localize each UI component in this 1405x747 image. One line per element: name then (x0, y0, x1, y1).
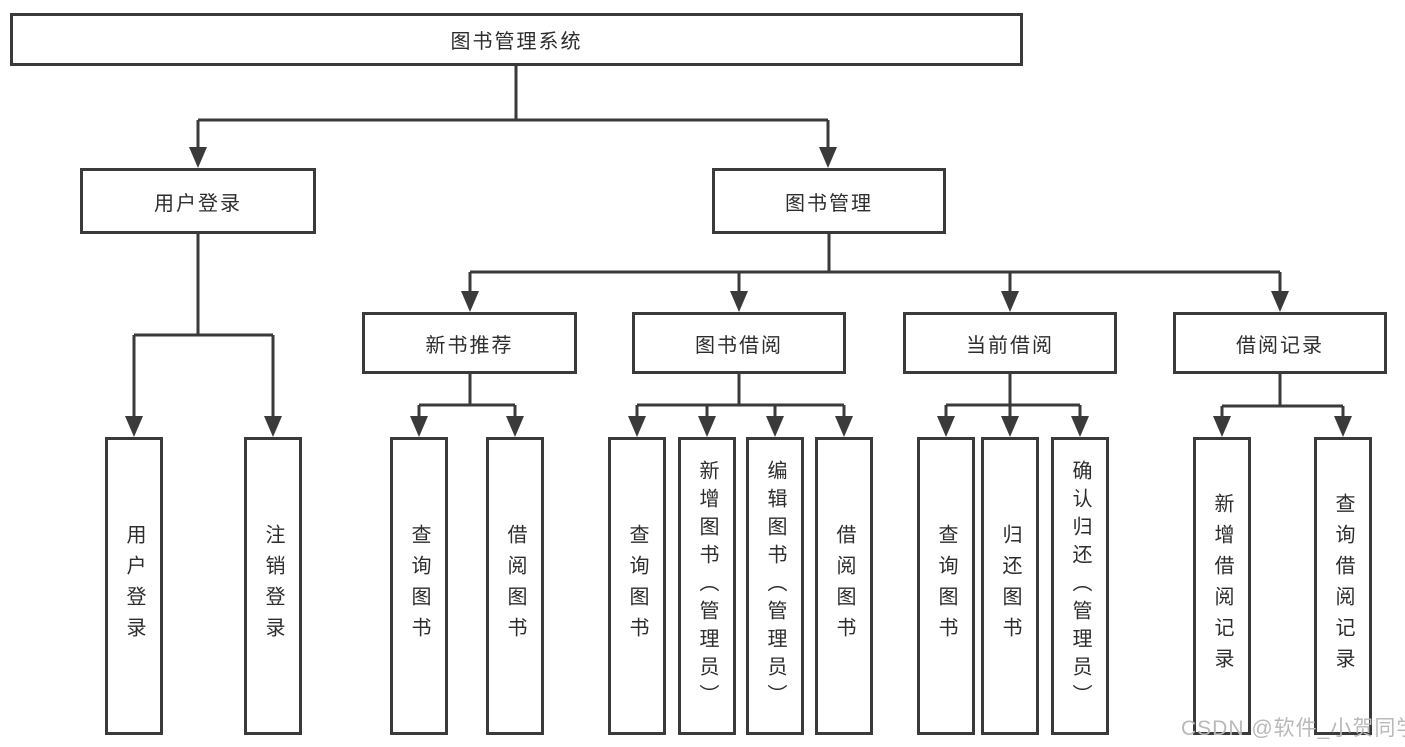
node-new-book-recommend: 新书推荐 (362, 312, 577, 374)
leaf-current-return-book: 归还图书 (981, 437, 1039, 735)
node-current-borrow-label: 当前借阅 (966, 334, 1054, 357)
node-book-borrow: 图书借阅 (632, 312, 846, 374)
node-book-management-label: 图书管理 (785, 192, 873, 215)
leaf-newbook-query-book-label: 查询图书 (408, 524, 430, 648)
node-book-management: 图书管理 (712, 168, 946, 234)
leaf-borrow-edit-book-admin-label: 编辑图书（管理员） (764, 460, 786, 712)
leaf-newbook-borrow-book: 借阅图书 (486, 437, 544, 735)
node-user-login: 用户登录 (80, 168, 316, 234)
leaf-records-query-record: 查询借阅记录 (1314, 437, 1372, 735)
node-new-book-recommend-label: 新书推荐 (425, 334, 514, 357)
node-book-borrow-label: 图书借阅 (695, 334, 783, 357)
csdn-watermark: CSDN @软件_小贺同学 (1181, 717, 1405, 740)
node-borrow-records-label: 借阅记录 (1236, 334, 1324, 357)
leaf-borrow-borrow-book: 借阅图书 (815, 437, 873, 735)
node-current-borrow: 当前借阅 (903, 312, 1117, 374)
leaf-records-add-record: 新增借阅记录 (1193, 437, 1251, 735)
leaf-borrow-query-book: 查询图书 (608, 437, 666, 735)
leaf-newbook-borrow-book-label: 借阅图书 (504, 524, 526, 648)
leaf-borrow-add-book-admin-label: 新增图书（管理员） (696, 460, 718, 712)
leaf-logout: 注销登录 (244, 437, 302, 735)
leaf-user-login: 用户登录 (105, 437, 163, 735)
leaf-borrow-edit-book-admin: 编辑图书（管理员） (746, 437, 804, 735)
leaf-current-confirm-return-admin-label: 确认归还（管理员） (1069, 460, 1091, 712)
leaf-borrow-query-book-label: 查询图书 (626, 524, 648, 648)
node-borrow-records: 借阅记录 (1173, 312, 1387, 374)
leaf-current-query-book: 查询图书 (917, 437, 975, 735)
leaf-borrow-borrow-book-label: 借阅图书 (833, 524, 855, 648)
leaf-logout-label: 注销登录 (262, 524, 284, 648)
node-root: 图书管理系统 (10, 13, 1023, 66)
node-root-label: 图书管理系统 (450, 31, 583, 53)
leaf-newbook-query-book: 查询图书 (390, 437, 448, 735)
leaf-current-return-book-label: 归还图书 (999, 524, 1021, 648)
leaf-borrow-add-book-admin: 新增图书（管理员） (678, 437, 736, 735)
leaf-records-query-record-label: 查询借阅记录 (1332, 493, 1354, 679)
node-user-login-label: 用户登录 (154, 192, 242, 215)
leaf-current-confirm-return-admin: 确认归还（管理员） (1051, 437, 1109, 735)
leaf-current-query-book-label: 查询图书 (935, 524, 957, 648)
leaf-records-add-record-label: 新增借阅记录 (1211, 493, 1233, 679)
leaf-user-login-label: 用户登录 (123, 524, 145, 648)
